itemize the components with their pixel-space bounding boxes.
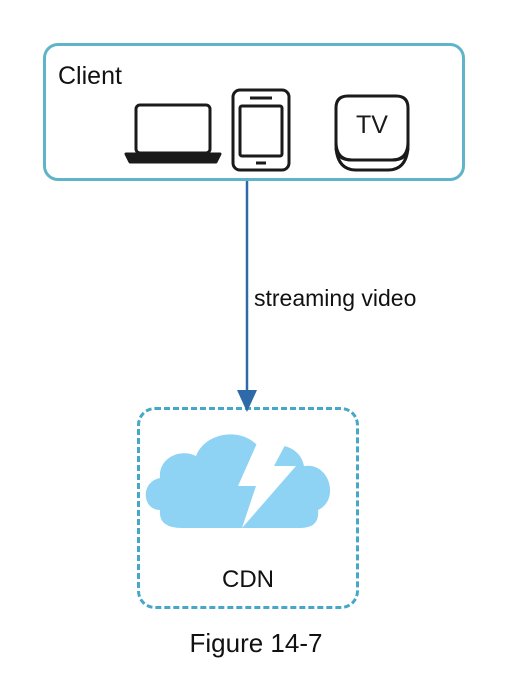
laptop-icon: [124, 103, 222, 164]
cloud-lightning-icon: [145, 432, 331, 528]
tv-box-icon: [334, 94, 410, 172]
figure-caption: Figure 14-7: [189, 628, 323, 658]
cdn-label: CDN: [222, 566, 274, 593]
mobile-phone-icon: [231, 88, 291, 172]
client-box: [43, 43, 465, 181]
streaming-arrow: [237, 181, 257, 412]
client-label: Client: [58, 62, 122, 90]
tv-label: TV: [356, 111, 388, 139]
streaming-video-label: streaming video: [254, 285, 417, 311]
